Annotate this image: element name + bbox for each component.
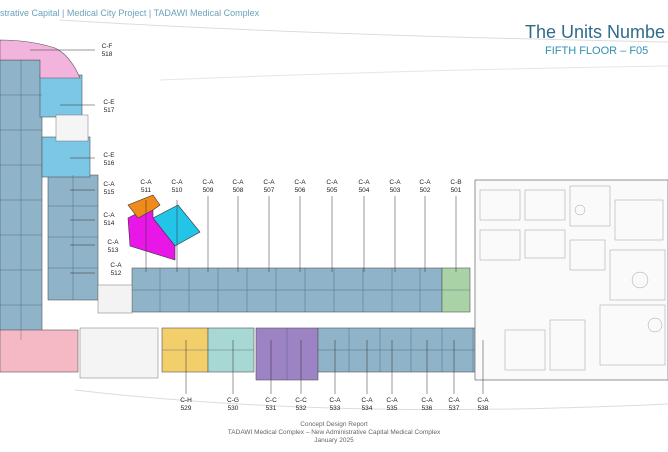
service-core-west	[97, 284, 133, 314]
unit-c-e-516	[41, 136, 91, 178]
building-east	[474, 179, 668, 381]
stair-core	[79, 327, 159, 379]
floor-subtitle: FIFTH FLOOR – F05	[545, 45, 649, 57]
leader-lines-west	[30, 49, 95, 274]
leader-lines-south	[185, 340, 484, 394]
north-row-grid	[132, 268, 470, 312]
outline-curve	[59, 19, 668, 43]
page-title: The Units Numbe	[525, 22, 666, 42]
footer-date: January 2025	[314, 437, 354, 444]
project-breadcrumb: strative Capital | Medical City Project …	[0, 8, 260, 18]
unit-c-e-517	[39, 74, 83, 118]
footer-project: TADAWI Medical Complex – New Administrat…	[227, 429, 441, 436]
south-row-grid	[162, 328, 504, 380]
outline-curve	[74, 389, 668, 411]
unit-block-pink	[0, 329, 79, 373]
footer-report: Concept Design Report	[300, 421, 368, 428]
west-wing-grid	[0, 60, 98, 340]
stair-north	[55, 114, 89, 142]
outline-curve	[159, 65, 668, 81]
leader-lines-north	[145, 196, 457, 272]
marker-top	[127, 194, 161, 219]
east-building-rooms	[479, 185, 666, 371]
